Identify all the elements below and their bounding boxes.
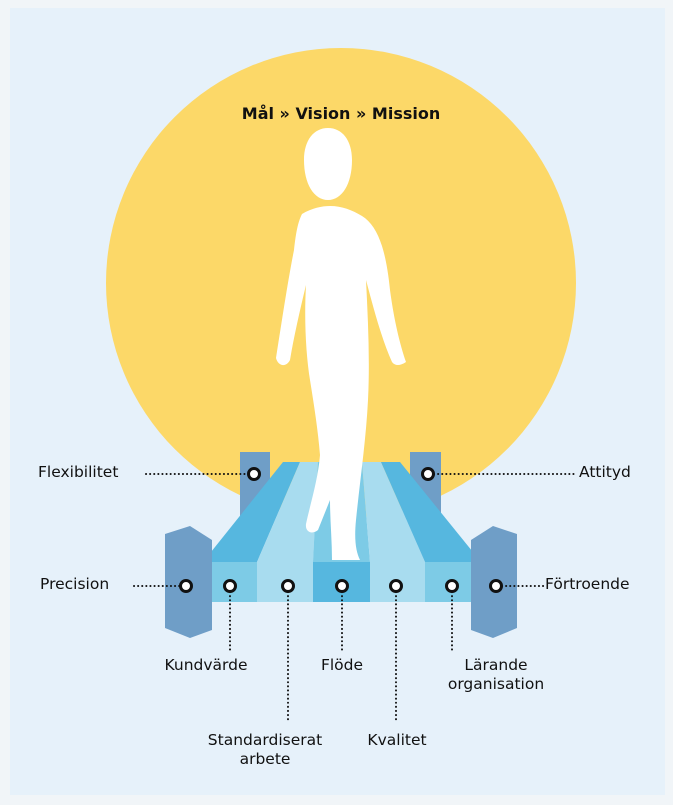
- label-attityd: Attityd: [579, 463, 631, 482]
- label-precision: Precision: [40, 575, 109, 594]
- dot-fortroende: [491, 581, 502, 592]
- dot-flexibilitet: [249, 469, 260, 480]
- label-kvalitet: Kvalitet: [367, 731, 426, 750]
- label-flode: Flöde: [321, 656, 363, 675]
- dot-kvalitet: [391, 581, 402, 592]
- dot-standardiserat: [283, 581, 294, 592]
- label-kundvarde: Kundvärde: [164, 656, 247, 675]
- label-larande: Lärande organisation: [448, 656, 544, 693]
- label-standardiserat-line2: arbete: [208, 750, 322, 769]
- label-larande-line2: organisation: [448, 675, 544, 694]
- dot-flode: [337, 581, 348, 592]
- label-standardiserat-line1: Standardiserat: [208, 731, 322, 750]
- dot-kundvarde: [225, 581, 236, 592]
- label-fortroende: Förtroende: [545, 575, 630, 594]
- label-flexibilitet: Flexibilitet: [38, 463, 118, 482]
- dot-precision: [181, 581, 192, 592]
- label-standardiserat: Standardiserat arbete: [208, 731, 322, 768]
- label-larande-line1: Lärande: [448, 656, 544, 675]
- dot-larande: [447, 581, 458, 592]
- dot-attityd: [423, 469, 434, 480]
- diagram-title: Mål » Vision » Mission: [242, 104, 440, 123]
